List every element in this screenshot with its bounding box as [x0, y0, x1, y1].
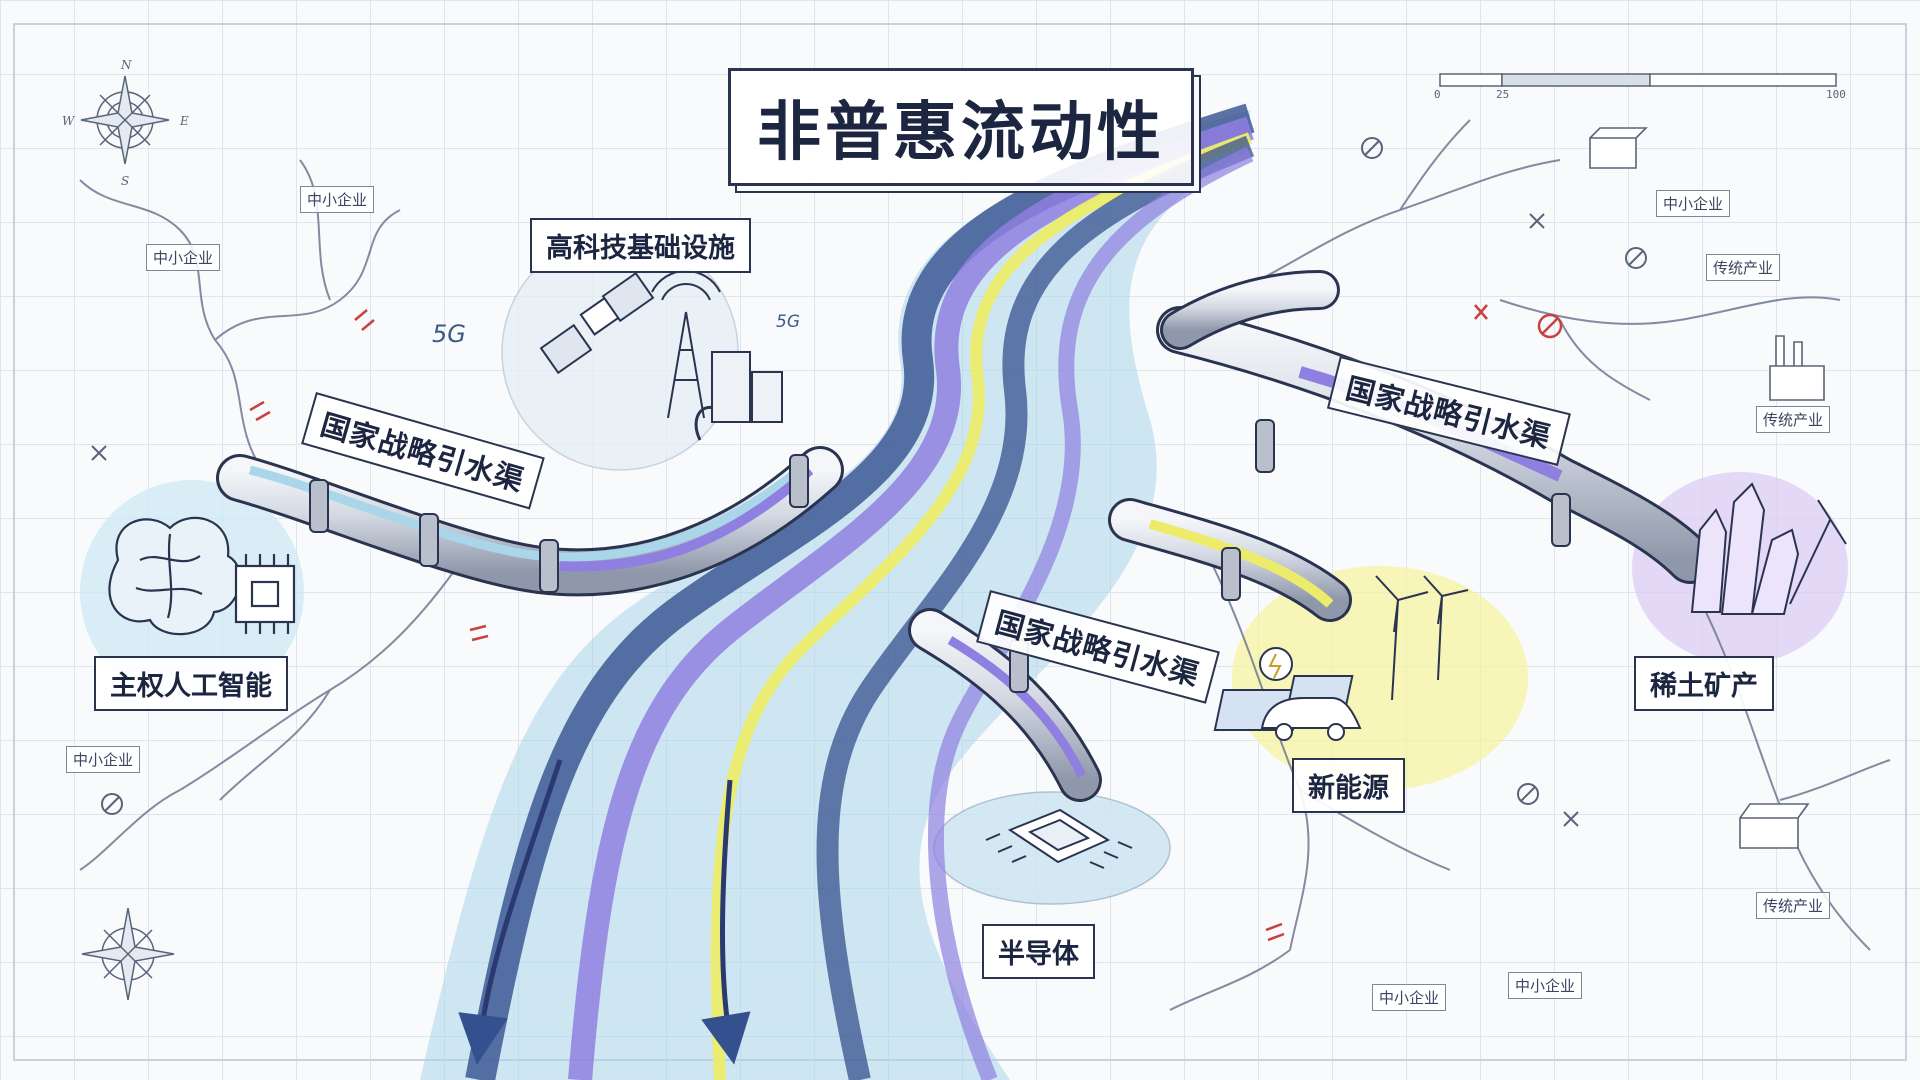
infrastructure-label: 高科技基础设施: [530, 218, 751, 273]
diagram-title: 非普惠流动性: [728, 68, 1194, 186]
compass-north-letter: N: [121, 58, 132, 72]
destination-rare-earth: 稀土矿产: [1634, 656, 1774, 711]
sme-label: 中小企业: [300, 186, 375, 213]
scale-tick-100: 100: [1826, 88, 1846, 101]
sme-label: 中小企业: [1508, 972, 1583, 999]
new-energy-drawing: [1213, 575, 1469, 741]
destination-new-energy: 新能源: [1292, 758, 1405, 813]
blocked-gray-signs: [91, 137, 1647, 827]
crystal-drawing: [1690, 482, 1847, 615]
sme-label: 中小企业: [66, 746, 141, 773]
canal-pipe-left: [216, 405, 844, 597]
factory-drawings: [1589, 127, 1825, 849]
destination-sovereign-ai: 主权人工智能: [94, 656, 288, 711]
blocked-markers: [249, 304, 1563, 942]
traditional-industry-label: 传统产业: [1756, 406, 1831, 433]
scale-tick-0: 0: [1434, 88, 1441, 101]
traditional-industry-label: 传统产业: [1706, 254, 1781, 281]
traditional-industry-label: 传统产业: [1756, 892, 1831, 919]
compass-south-letter: S: [121, 174, 130, 188]
compass-west-letter: W: [62, 114, 75, 128]
sme-label: 中小企业: [146, 244, 221, 271]
5g-note-right: 5G: [776, 312, 800, 332]
scale-bar: [1439, 73, 1837, 87]
sme-label: 中小企业: [1372, 984, 1447, 1011]
5g-note-left: 5G: [432, 320, 466, 348]
brain-chip-drawing: [108, 516, 296, 636]
scale-tick-25: 25: [1496, 88, 1510, 101]
compass-rose-bottom: [81, 907, 175, 1001]
semiconductor-drawing: [985, 808, 1133, 869]
main-liquidity-river: [420, 103, 1255, 1080]
cell-tower-drawing: [651, 270, 721, 419]
sme-label: 中小企业: [1656, 190, 1731, 217]
destination-semiconductor: 半导体: [982, 924, 1095, 979]
compass-east-letter: E: [180, 114, 189, 128]
compass-rose-top: [80, 75, 170, 165]
energy-halo: [1232, 566, 1528, 790]
canal-pipe-mid: [908, 498, 1352, 802]
satellite-drawing: [539, 271, 655, 375]
data-center-drawing: [711, 351, 783, 423]
